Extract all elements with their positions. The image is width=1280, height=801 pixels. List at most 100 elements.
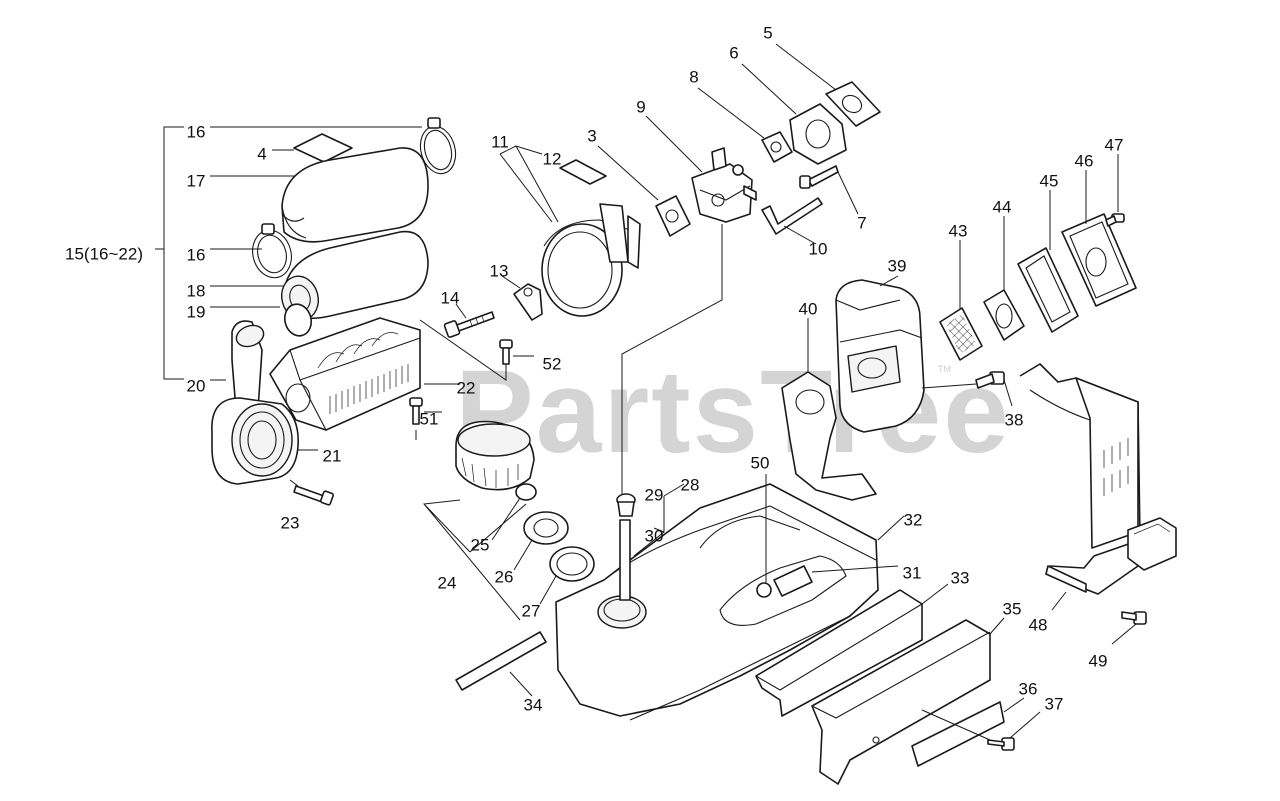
clamp-band-lower — [252, 223, 292, 279]
bolt-38 — [921, 371, 1013, 407]
muffler-plate — [781, 318, 877, 501]
clamp-band-upper — [419, 117, 457, 175]
callout-49: 49 — [1089, 651, 1108, 670]
callout-12: 12 — [543, 149, 562, 168]
muffler — [835, 275, 925, 433]
air-cleaner-group — [155, 117, 534, 506]
intake-elbow — [231, 320, 265, 411]
bracket-13 — [501, 275, 543, 321]
cap-part-26 — [523, 511, 569, 545]
callout-27: 27 — [522, 601, 541, 620]
bolt-7 — [799, 165, 859, 215]
gasket-8 — [697, 87, 793, 163]
gasket-12 — [559, 159, 607, 185]
callout-34: 34 — [524, 695, 543, 714]
callout-4: 4 — [257, 144, 266, 163]
callout-8: 8 — [689, 67, 698, 86]
tank-guard — [755, 583, 949, 717]
callout-38: 38 — [1005, 410, 1024, 429]
callout-26: 26 — [495, 567, 514, 586]
callout-30: 30 — [645, 526, 664, 545]
cap-gasket-27 — [549, 546, 595, 582]
pad-36 — [911, 697, 1025, 767]
gasket-45 — [1017, 190, 1079, 333]
callout-18: 18 — [187, 281, 206, 300]
callout-22: 22 — [457, 378, 476, 397]
fuel-hose — [619, 519, 631, 601]
fuel-tank-group — [423, 420, 1041, 785]
screw-37 — [921, 709, 1041, 751]
callout-20: 20 — [187, 376, 206, 395]
callout-25: 25 — [471, 535, 490, 554]
callout-6: 6 — [729, 43, 738, 62]
callout-23: 23 — [281, 513, 300, 532]
callout-45: 45 — [1040, 171, 1059, 190]
callout-48: 48 — [1029, 615, 1048, 634]
tank-cap — [455, 420, 535, 491]
callout-44: 44 — [993, 197, 1012, 216]
callout-16a: 16 — [187, 122, 206, 141]
callout-24: 24 — [438, 573, 457, 592]
air-cleaner-case — [269, 317, 421, 431]
callout-16b: 16 — [187, 245, 206, 264]
inner-element — [283, 303, 313, 337]
tube-10 — [761, 197, 823, 245]
callout-17: 17 — [187, 171, 206, 190]
callout-32: 32 — [904, 510, 923, 529]
screw-47 — [1105, 154, 1125, 227]
carburetor-group — [443, 43, 881, 496]
callout-37: 37 — [1045, 694, 1064, 713]
callout-14: 14 — [441, 288, 460, 307]
callout-46: 46 — [1075, 151, 1094, 170]
callout-10: 10 — [809, 239, 828, 258]
insulator-6 — [741, 63, 847, 165]
callout-39: 39 — [888, 256, 907, 275]
carburetor-cover — [541, 203, 641, 317]
screw-52 — [419, 319, 534, 381]
label-plate — [293, 133, 353, 163]
grommet-29 — [616, 493, 636, 517]
bottom-plate — [811, 617, 1005, 785]
callout-35: 35 — [1003, 599, 1022, 618]
gasket-5 — [775, 43, 881, 127]
callout-31: 31 — [903, 563, 922, 582]
callout-50: 50 — [751, 453, 770, 472]
screw-49 — [1111, 611, 1147, 645]
callout-13: 13 — [490, 261, 509, 280]
callout-21: 21 — [323, 446, 342, 465]
muffler-cover — [1061, 170, 1137, 307]
callout-19: 19 — [187, 302, 206, 321]
callout-40: 40 — [799, 299, 818, 318]
cap-part-25 — [515, 483, 537, 501]
watermark-trademark: TM — [938, 364, 951, 374]
callout-7: 7 — [857, 213, 866, 232]
rubber-strip — [455, 631, 547, 697]
outer-cover — [281, 147, 429, 243]
callout-33: 33 — [951, 568, 970, 587]
watermark-text: PartsTree — [455, 346, 1011, 478]
callout-3: 3 — [587, 126, 596, 145]
callout-11: 11 — [491, 132, 509, 151]
gasket-44 — [983, 216, 1025, 341]
screw-51 — [409, 397, 442, 440]
callout-51: 51 — [420, 409, 439, 428]
callout-5: 5 — [763, 23, 772, 42]
carburetor — [621, 115, 757, 496]
heat-guard — [1019, 363, 1177, 611]
muffler-group — [781, 154, 1177, 645]
callout-15: 15(16~22) — [65, 244, 143, 263]
cleaner-housing — [211, 397, 318, 485]
callout-47: 47 — [1105, 135, 1124, 154]
callout-labels: 3456789101112131415(16~22)16161718192021… — [65, 23, 1123, 714]
bolt-14 — [443, 303, 495, 338]
callout-36: 36 — [1019, 679, 1038, 698]
callout-43: 43 — [949, 221, 968, 240]
watermark: PartsTree TM — [455, 346, 1011, 478]
spark-screen — [939, 240, 983, 361]
callout-29: 29 — [645, 485, 664, 504]
callout-52: 52 — [543, 354, 562, 373]
callout-28: 28 — [681, 475, 700, 494]
bolt-23 — [289, 479, 334, 506]
fuel-tank — [555, 483, 905, 721]
